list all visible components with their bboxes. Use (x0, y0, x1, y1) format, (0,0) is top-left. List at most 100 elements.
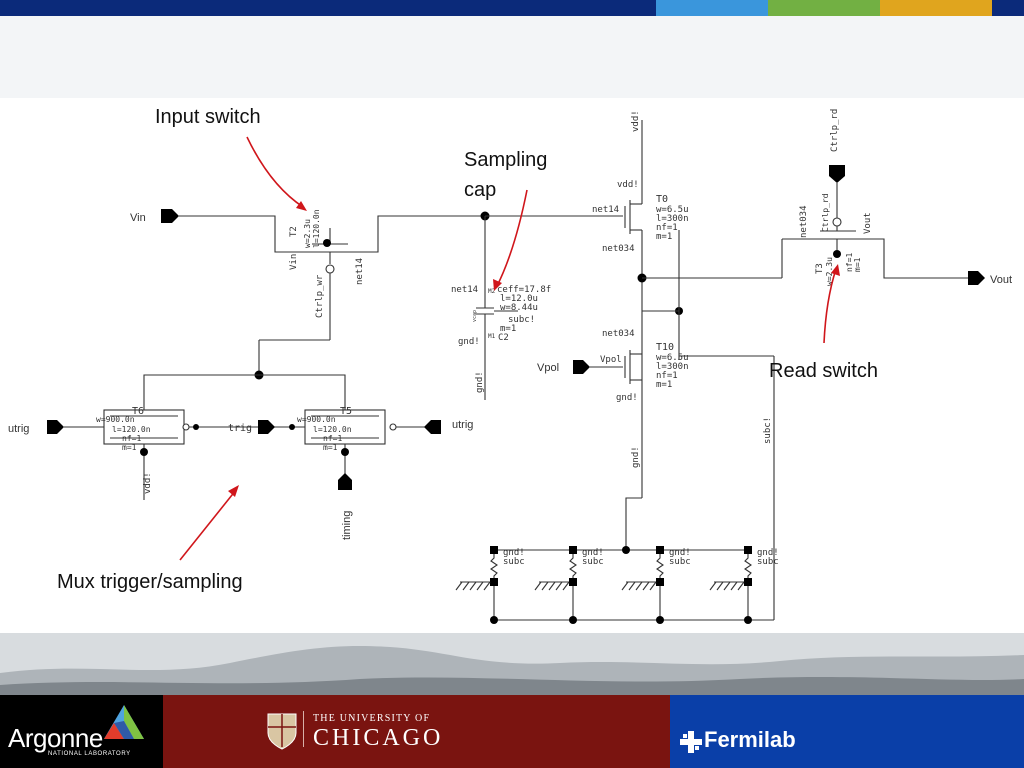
t6-param-l: l=120.0n (112, 425, 151, 434)
uchicago-line2: CHICAGO (313, 725, 444, 751)
vout-label: Vout (990, 274, 1012, 286)
read-switch-arrow (823, 268, 837, 344)
cap-net14: net14 (451, 285, 478, 295)
t5-param-m: m=1 (323, 443, 338, 452)
ground-cell-gnd-label: gnd! (757, 548, 779, 558)
t10-param-l: l=300n (656, 362, 689, 372)
mux-trig-net: trig (228, 423, 252, 434)
ground-cell-gnd-label: gnd! (503, 548, 525, 558)
argonne-wordmark: Argonne (8, 723, 103, 753)
t6-param-m: m=1 (122, 443, 137, 452)
mux-trigger-annotation: Mux trigger/sampling (57, 571, 243, 593)
cap-gnd-rail: gnd! (475, 371, 485, 393)
t2-vin-net: Vin (289, 254, 299, 270)
fermilab-wordmark: Fermilab (704, 727, 796, 752)
timing-pin: timing (338, 473, 353, 540)
t6-param-w: w=900.0n (96, 415, 135, 424)
t10-gnd-net: gnd! (616, 393, 638, 403)
t0-name: T0 (656, 194, 668, 205)
vin-label: Vin (130, 212, 146, 224)
argonne-subtitle: NATIONAL LABORATORY (48, 751, 131, 757)
timing-port-arrow (338, 473, 352, 490)
t0-param-nf: nf=1 (656, 223, 678, 233)
read-switch-annotation: Read switch (769, 360, 878, 382)
footer-logo-bar: Argonne NATIONAL LABORATORY THE UNIVERSI… (0, 695, 1024, 768)
utrig-left-label: utrig (8, 423, 29, 435)
c2-param-ceff: ceff=17.8f (497, 285, 551, 295)
ctrlp-rd-pin-label: Ctrlp_rd (830, 109, 840, 152)
t10-param-m: m=1 (656, 380, 672, 390)
t3-junction-dot (833, 250, 841, 258)
ground-cell: gnd!subc (709, 546, 779, 624)
input-switch-arrow (246, 136, 304, 208)
utrig-right-pin: utrig (424, 419, 473, 434)
t0-param-m: m=1 (656, 232, 672, 242)
utrig-left-port-arrow (47, 420, 64, 434)
argonne-logo: Argonne NATIONAL LABORATORY (0, 695, 163, 768)
ground-cell: gnd!subc (621, 546, 691, 624)
vin-port-arrow (161, 209, 179, 223)
t2-param-l: l=120.0n (312, 209, 321, 248)
t10-param-nf: nf=1 (656, 371, 678, 381)
input-switch-annotation: Input switch (155, 106, 261, 128)
t0-net034: net034 (602, 244, 635, 254)
t2-param-w: w=2.3u (303, 219, 312, 248)
t0-vdd-net: vdd! (617, 180, 639, 190)
sampling-cap-annotation-line2: cap (464, 179, 497, 201)
vout-pin: Vout (968, 271, 1012, 286)
ground-cell-gnd-label: gnd! (582, 548, 604, 558)
ctrlp-rd-port-arrow (829, 165, 845, 183)
vpol-port-arrow (573, 360, 590, 374)
vpol-pin: Vpol (537, 360, 590, 374)
vout-port-arrow (968, 271, 985, 285)
utrig-left-pin: utrig (8, 420, 64, 435)
t5-name: T5 (340, 406, 352, 417)
t0-net14: net14 (592, 205, 619, 215)
slide-title-band (0, 16, 1024, 98)
utrig-right-port-arrow (424, 420, 441, 434)
t6-name: T6 (132, 406, 144, 417)
mux-trigger-arrow (179, 489, 237, 561)
uchicago-divider (303, 711, 304, 747)
timing-label: timing (341, 511, 353, 540)
landscape-banner (0, 633, 1024, 695)
t3-param-nf: nf=1 (845, 253, 854, 272)
t0-param-l: l=300n (656, 214, 689, 224)
annotation-arrows (179, 136, 840, 561)
top-accent-bar (0, 0, 1024, 16)
sampling-cap-arrow (496, 189, 528, 287)
utrig-right-label: utrig (452, 419, 473, 431)
fermilab-logo: Fermilab (670, 695, 1024, 768)
t5-param-l: l=120.0n (313, 425, 352, 434)
t5-param-w: w=900.0n (297, 415, 336, 424)
uchicago-line1: THE UNIVERSITY OF (313, 713, 431, 724)
c2-name: C2 (498, 333, 509, 343)
t2-net14: net14 (355, 258, 365, 285)
fermilab-mark-icon (680, 731, 702, 753)
t10-vpol-net: Vpol (600, 355, 622, 365)
t2-name: T2 (289, 226, 299, 237)
t3-param-w: w=2.3u (825, 257, 834, 286)
mux-trig-port-arrow (258, 420, 275, 434)
vcap-net: vcap (472, 310, 478, 322)
ground-cell: gnd!subc (455, 546, 525, 624)
t6-param-nf: nf=1 (122, 434, 141, 443)
t5-mux-cell: T5 w=900.0n l=120.0n nf=1 m=1 (297, 406, 397, 475)
accent-gold-segment (880, 0, 992, 16)
c2-pin-m1: M1 (488, 333, 496, 340)
vpol-label: Vpol (537, 362, 559, 374)
gnd-rail-dot (622, 546, 630, 554)
ground-cell-subc-label: subc (669, 557, 691, 567)
uchicago-crest-icon (267, 713, 297, 750)
c2-pin-m2: M2 (488, 288, 496, 295)
t2-junction-dot (323, 239, 331, 247)
c2-param-l: l=12.0u (500, 294, 538, 304)
ctrlp-wr-net: Ctrlp_wr (315, 274, 325, 318)
c2-param-subc: subc! (508, 315, 535, 325)
uchicago-logo: THE UNIVERSITY OF CHICAGO (163, 695, 670, 768)
cap-gnd-label: gnd! (458, 337, 480, 347)
subc-rail-label: subc! (763, 417, 773, 444)
t6-vdd-label: vdd! (143, 472, 153, 494)
argonne-triangle-icon (104, 705, 144, 739)
t3-vout-net: Vout (863, 212, 873, 234)
